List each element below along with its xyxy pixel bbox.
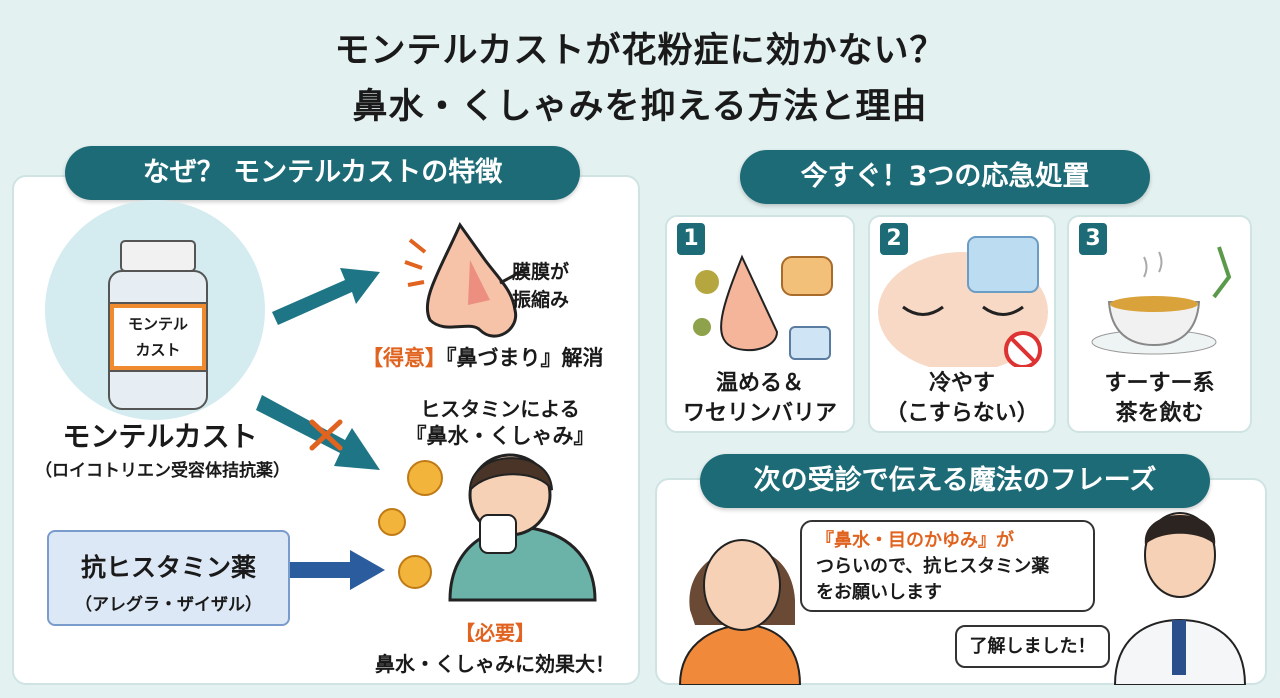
bottle-label-1: モンテル xyxy=(127,315,188,333)
need-text: 鼻水・くしゃみに効果大！ xyxy=(375,652,615,676)
step-card-3: 3 すーすー系 茶を飲む xyxy=(1067,215,1252,433)
patient-icon xyxy=(678,539,802,685)
step-number: 2 xyxy=(880,223,908,255)
herbal-tea-cup-icon xyxy=(1091,246,1232,355)
speech-line-1: 『鼻水・目のかゆみ』が xyxy=(816,530,1014,551)
arrows-diagram xyxy=(256,221,597,602)
nose-note: 膜膜が 振縮み xyxy=(512,258,569,314)
phrase-heading: 次の受診で伝える魔法のフレーズ xyxy=(700,454,1210,508)
step-3-line-1: すーすー系 xyxy=(1104,371,1215,396)
step-number: 1 xyxy=(677,223,705,255)
cross-mark-icon xyxy=(309,419,343,451)
step-2-line-1: 冷やす xyxy=(928,371,995,396)
step-2-line-2: （こすらない） xyxy=(885,401,1039,426)
drug-class: （ロイコトリエン受容体拮抗薬） xyxy=(35,461,290,481)
histamine-line-2: 『鼻水・くしゃみ』 xyxy=(405,424,595,448)
medicine-bottle-icon: モンテル カスト xyxy=(108,240,208,410)
nose-illustration-icon xyxy=(404,221,529,338)
need-tag: 【必要】 xyxy=(455,621,535,645)
left-heading: なぜ？ モンテルカストの特徴 xyxy=(65,146,580,200)
nose-warm-towel-icon xyxy=(693,254,833,360)
nose-note-line-2: 振縮み xyxy=(512,289,570,311)
antihistamine-box: 抗ヒスタミン薬 （アレグラ・ザイザル） xyxy=(47,530,290,626)
people-illustration xyxy=(678,512,1247,685)
pollen-icons xyxy=(378,460,443,589)
step-1-line-2: ワセリンバリア xyxy=(682,401,837,426)
strength-label: 【得意】『鼻づまり』解消 xyxy=(362,342,604,372)
antihistamine-name: 抗ヒスタミン薬 xyxy=(80,553,256,582)
strength-text: 『鼻づまり』解消 xyxy=(446,346,604,370)
bottle-label-2: カスト xyxy=(135,341,181,359)
title-line-2: 鼻水・くしゃみを抑える方法と理由 xyxy=(352,87,928,127)
antihistamine-examples: （アレグラ・ザイザル） xyxy=(75,595,262,615)
title-line-1: モンテルカストが花粉症に効かない？ xyxy=(334,31,946,71)
doctor-icon xyxy=(1113,512,1247,685)
arrow-to-sneeze xyxy=(256,395,380,470)
strength-tag: 【得意】 xyxy=(362,346,446,370)
right-heading: 今すぐ！3つの応急処置 xyxy=(740,150,1150,204)
drug-name: モンテルカスト xyxy=(62,420,258,453)
arrow-to-nose xyxy=(272,268,380,325)
histamine-line-1: ヒスタミンによる xyxy=(420,397,580,421)
step-1-line-1: 温める＆ xyxy=(715,371,804,396)
step-card-2: 2 冷やす （こすらない） xyxy=(868,215,1056,433)
cold-compress-eyes-icon xyxy=(878,236,1048,367)
arrow-antihistamine xyxy=(290,550,385,590)
patient-speech-bubble: 『鼻水・目のかゆみ』が つらいので、抗ヒスタミン薬 をお願いします xyxy=(800,520,1095,612)
step-number: 3 xyxy=(1079,223,1107,255)
speech-line-2: つらいので、抗ヒスタミン薬 xyxy=(816,556,1050,577)
doctor-reply-bubble: 了解しました！ xyxy=(955,625,1110,668)
speech-line-3: をお願いします xyxy=(816,582,942,603)
nose-note-line-1: 膜膜が xyxy=(512,261,570,283)
step-3-line-2: 茶を飲む xyxy=(1115,401,1204,426)
step-card-1: 1 温める＆ ワセリンバリア xyxy=(665,215,855,433)
sneezing-person-icon xyxy=(448,453,597,602)
